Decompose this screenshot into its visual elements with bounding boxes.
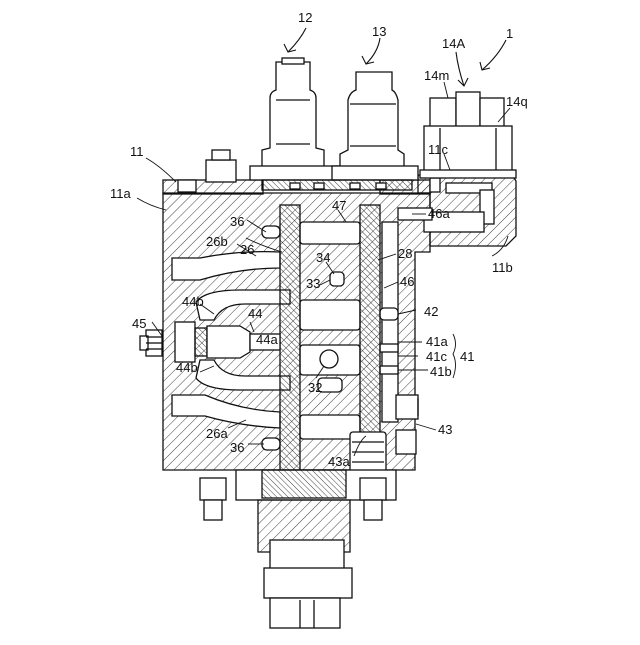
solenoid-valve-12 [250, 58, 340, 180]
label-44b-upper: 44b [182, 294, 204, 309]
label-33: 33 [306, 276, 320, 291]
label-14q: 14q [506, 94, 528, 109]
arrow-13 [362, 38, 380, 64]
label-34: 34 [316, 250, 330, 265]
label-44a: 44a [256, 332, 278, 347]
label-13: 13 [372, 24, 386, 39]
spool-26 [280, 205, 300, 477]
label-46a: 46a [428, 206, 450, 221]
arrow-1 [480, 40, 506, 70]
label-44b-lower: 44b [176, 360, 198, 375]
label-43a: 43a [328, 454, 350, 469]
label-36-bottom: 36 [230, 440, 244, 455]
label-14A: 14A [442, 36, 465, 51]
label-46: 46 [400, 274, 414, 289]
label-26b: 26b [206, 234, 228, 249]
label-41c: 41c [426, 349, 447, 364]
label-28: 28 [398, 246, 412, 261]
label-1: 1 [506, 26, 513, 41]
label-26a: 26a [206, 426, 228, 441]
top-seal-strip [262, 180, 412, 190]
bottom-bolt-left [200, 478, 226, 520]
label-36-top: 36 [230, 214, 244, 229]
label-32: 32 [308, 380, 322, 395]
arrow-14A [456, 52, 468, 86]
label-43: 43 [438, 422, 452, 437]
label-44: 44 [248, 306, 262, 321]
label-11b: 11b [492, 260, 513, 275]
arrow-12 [284, 28, 306, 52]
label-41: 41 [460, 349, 474, 364]
label-41a: 41a [426, 334, 448, 349]
label-47: 47 [332, 198, 346, 213]
label-45: 45 [132, 316, 146, 331]
label-26: 26 [240, 242, 254, 257]
label-41b: 41b [430, 364, 452, 379]
solenoid-valve-13 [332, 72, 418, 180]
label-14m: 14m [424, 68, 449, 83]
label-42: 42 [424, 304, 438, 319]
label-12: 12 [298, 10, 312, 25]
bottom-bolt-right [360, 478, 386, 520]
label-11: 11 [130, 144, 144, 159]
plug-45 [140, 330, 162, 356]
label-11c: 11c [428, 142, 448, 157]
sensor-unit-14A [420, 92, 516, 178]
label-11a: 11a [110, 186, 131, 201]
